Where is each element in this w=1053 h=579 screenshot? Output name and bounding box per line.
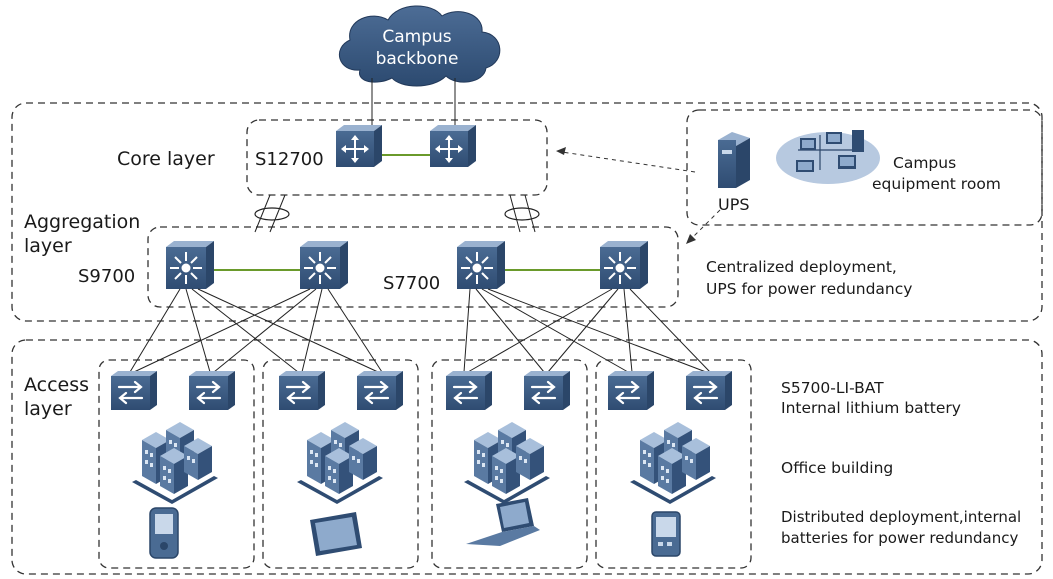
core-model-label: S12700 — [255, 149, 324, 170]
building-icon — [132, 422, 218, 504]
access-switch-4 — [355, 369, 405, 412]
core-layer-box — [246, 119, 548, 196]
ups-power-arrow-core — [556, 147, 696, 173]
access-switch-1 — [109, 369, 159, 412]
agg-switch-s9700-right — [299, 240, 349, 290]
ups-power-arrow-aggregation — [686, 209, 721, 244]
distributed-note-2: batteries for power redundancy — [781, 529, 1019, 547]
equipment-room-box — [686, 109, 1043, 226]
access-switch-8 — [684, 369, 734, 412]
agg-left-model-label: S9700 — [78, 266, 136, 287]
cloud-label-line2: backbone — [375, 49, 459, 69]
cloud-label-line1: Campus — [382, 27, 452, 47]
centralized-note-1: Centralized deployment, — [706, 258, 897, 276]
cloud-label: Campus backbone — [362, 26, 472, 70]
tablet-icon — [310, 512, 362, 556]
access-switch-3 — [277, 369, 327, 412]
pc-network-icon — [776, 130, 880, 184]
access-switch-7 — [606, 369, 656, 412]
ups-label: UPS — [718, 195, 750, 214]
access-group-2 — [262, 359, 419, 569]
distributed-note-1: Distributed deployment,internal — [781, 508, 1022, 526]
access-model-note: S5700-LI-BAT — [781, 379, 884, 397]
aggregation-layer-box — [147, 226, 679, 308]
access-region — [11, 339, 1043, 575]
agg-switch-s7700-left — [456, 240, 506, 290]
ups-icon — [718, 132, 750, 188]
centralized-note-2: UPS for power redundancy — [706, 280, 913, 298]
agg-right-model-label: S7700 — [383, 273, 441, 294]
access-switch-5 — [444, 369, 494, 412]
access-group-1 — [98, 359, 255, 569]
core-router-right — [429, 124, 477, 168]
pda-icon — [651, 511, 681, 557]
aggregation-layer-label-2: layer — [24, 235, 72, 257]
access-layer-label-2: layer — [24, 398, 72, 420]
building-icon — [464, 422, 550, 504]
agg-switch-s9700-left — [165, 240, 215, 290]
laptop-icon — [466, 498, 540, 546]
link-bundle-left — [254, 207, 290, 221]
access-group-4 — [595, 359, 752, 569]
access-battery-note: Internal lithium battery — [781, 399, 961, 417]
campus-backbone-cloud — [339, 5, 501, 87]
link-bundle-right — [504, 207, 540, 221]
access-switch-6 — [522, 369, 572, 412]
office-building-note: Office building — [781, 459, 894, 477]
access-switch-2 — [187, 369, 237, 412]
equipment-room-label-1: Campus — [893, 154, 957, 172]
aggregation-access-links — [129, 288, 711, 373]
aggregation-layer-label-1: Aggregation — [24, 211, 141, 233]
core-aggregation-region — [11, 102, 1043, 322]
backbone-links — [371, 78, 456, 130]
building-icon — [297, 422, 383, 504]
agg-switch-s7700-right — [599, 240, 649, 290]
core-router-left — [335, 124, 383, 168]
pda-icon — [149, 507, 179, 559]
building-icon — [630, 422, 716, 504]
access-group-3 — [431, 359, 588, 569]
access-layer-label-1: Access — [24, 374, 90, 396]
equipment-room-label-2: equipment room — [872, 175, 1001, 193]
core-layer-label: Core layer — [117, 148, 215, 170]
core-aggregation-links — [254, 194, 536, 233]
